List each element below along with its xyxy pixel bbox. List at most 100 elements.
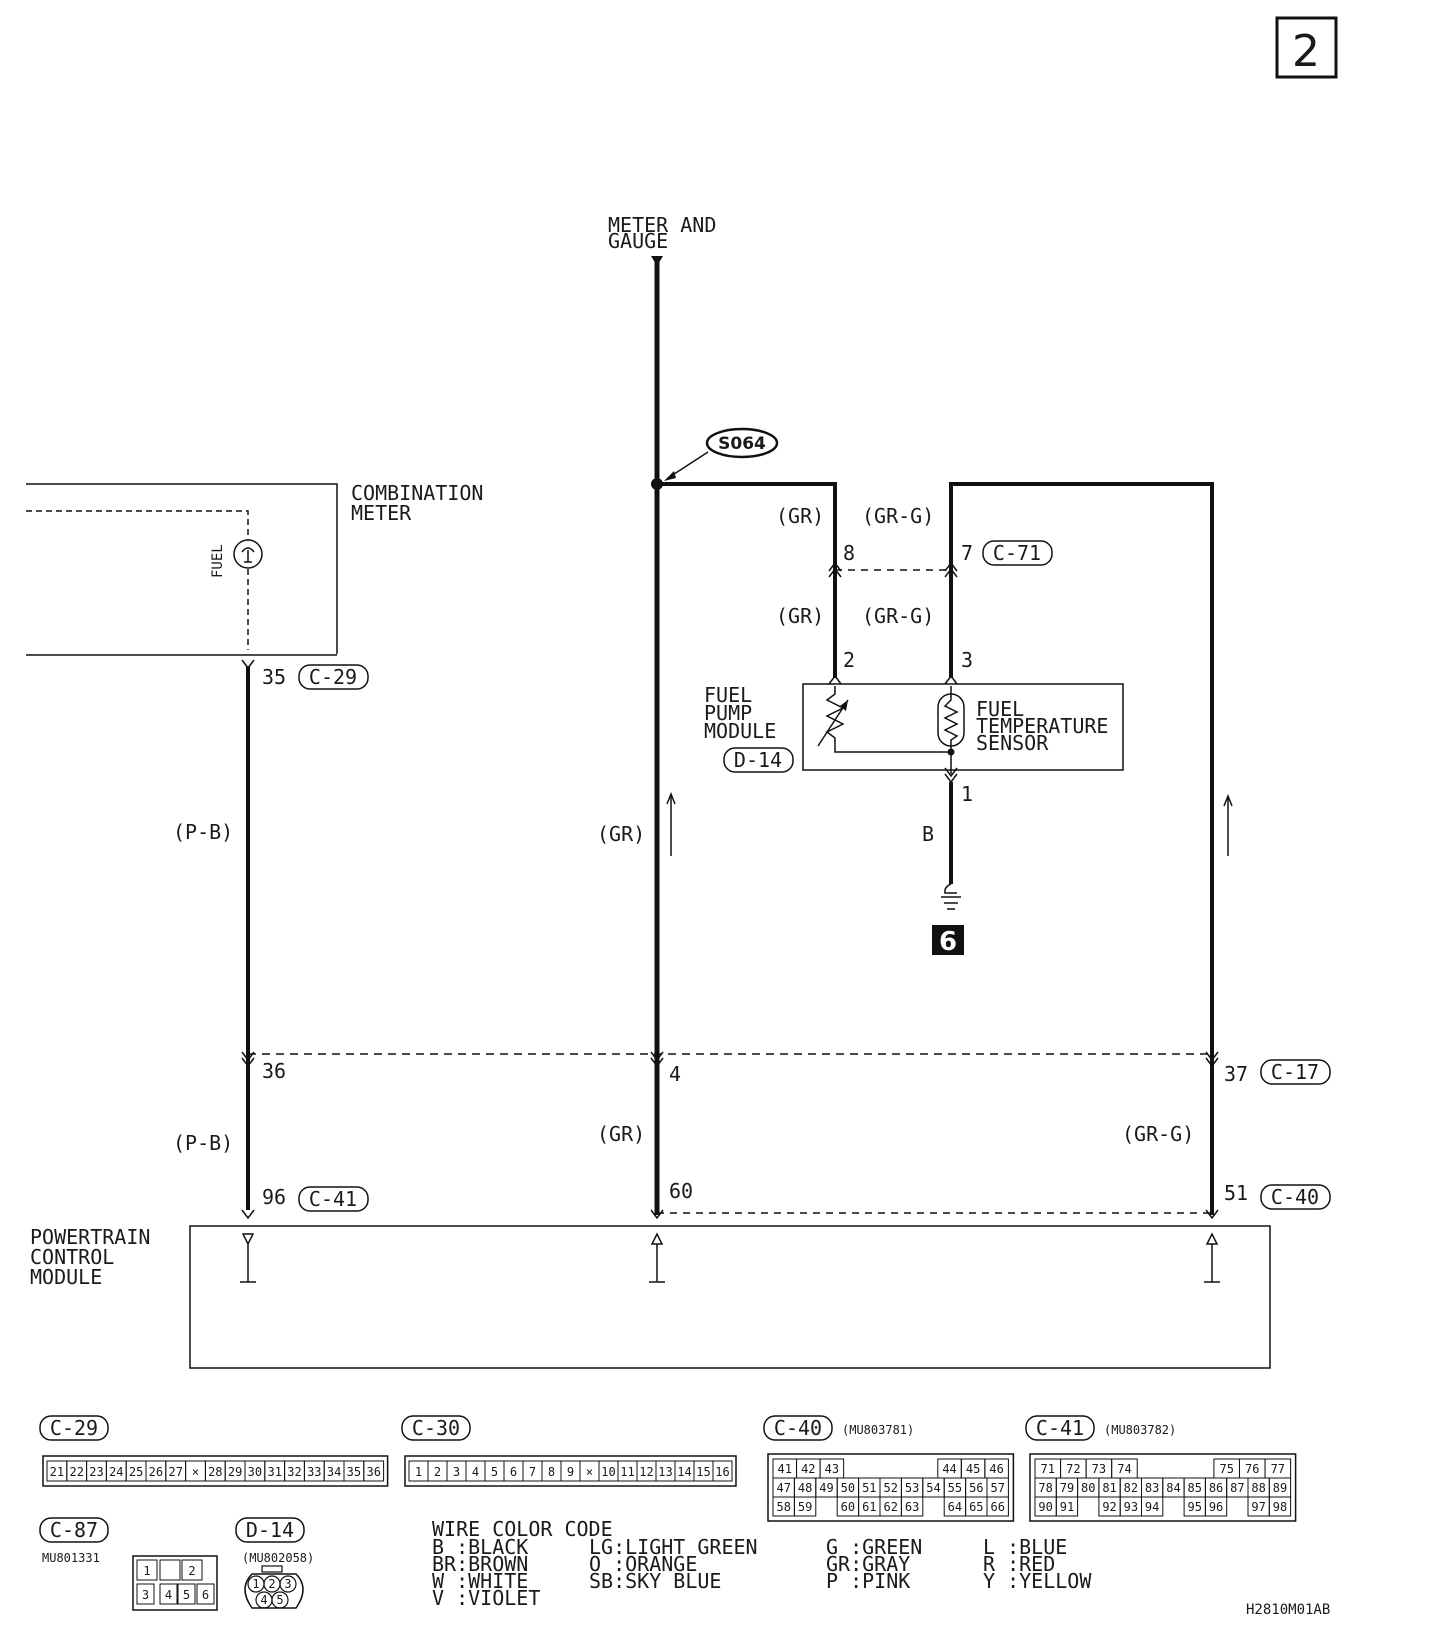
svg-text:C-17: C-17 [1271, 1060, 1319, 1084]
cavity-number: 72 [1066, 1462, 1080, 1476]
fuel-pump-module-label: FUEL PUMP MODULE [704, 683, 776, 743]
svg-text:C-41: C-41 [309, 1187, 357, 1211]
cavity-number: 46 [989, 1462, 1003, 1476]
cavity-number: 75 [1219, 1462, 1233, 1476]
cavity-number: 66 [990, 1500, 1004, 1514]
connector-part-number: (MU802058) [242, 1551, 314, 1565]
cavity-number: 86 [1209, 1481, 1223, 1495]
current-flow-arrow-grg [1223, 793, 1233, 856]
cavity-number: 54 [926, 1481, 940, 1495]
connector-cavity [181, 1559, 203, 1581]
cavity-number: 58 [776, 1500, 790, 1514]
cavity-number: 83 [1145, 1481, 1159, 1495]
cavity-number: 71 [1041, 1462, 1055, 1476]
cavity-number: 3 [142, 1588, 149, 1602]
page-number-box: 2 [1275, 16, 1338, 79]
cavity-number: 27 [168, 1465, 182, 1479]
connector-view-name: C-40 [774, 1416, 822, 1440]
cavity-number: 47 [776, 1481, 790, 1495]
connector-cavity [1055, 1496, 1079, 1517]
ground-point-6: 6 [932, 925, 964, 957]
cavity-number: × [192, 1465, 199, 1479]
cavity-number: 51 [862, 1481, 876, 1495]
diagram-code: H2810M01AB [1246, 1602, 1330, 1618]
connector-tag-c17: C-17 [1260, 1059, 1331, 1085]
connector-tag-c40: C-40 [1260, 1184, 1331, 1210]
cavity-number: × [586, 1465, 593, 1479]
cavity-number: 87 [1230, 1481, 1244, 1495]
cavity-number: 55 [948, 1481, 962, 1495]
cavity-number: 64 [948, 1500, 962, 1514]
pin-d14-2: 2 [843, 648, 855, 672]
connector-cavity [793, 1496, 817, 1517]
wire-label-grg-mid: (GR-G) [862, 604, 934, 628]
connector-cavity [1268, 1496, 1292, 1517]
cavity-number: 92 [1102, 1500, 1116, 1514]
pin-c71-8: 8 [843, 541, 855, 565]
cavity-number: 90 [1038, 1500, 1052, 1514]
cavity-number: 23 [89, 1465, 103, 1479]
wire-color-entry: BR:BROWN [432, 1552, 528, 1576]
cavity-number: 81 [1102, 1481, 1116, 1495]
cavity-number: 63 [905, 1500, 919, 1514]
cavity-number: 1 [252, 1577, 259, 1591]
svg-text:POWERTRAIN: POWERTRAIN [30, 1225, 150, 1249]
combination-meter-label: COMBINATION METER [351, 481, 483, 525]
connector-tag-c71: C-71 [982, 540, 1053, 566]
wire-color-entry: GR:GRAY [826, 1552, 910, 1576]
wire-color-entry: V :VIOLET [432, 1586, 540, 1610]
combination-meter-box [26, 483, 338, 656]
svg-text:6: 6 [939, 927, 957, 957]
cavity-number: 2 [434, 1465, 441, 1479]
svg-text:PUMP: PUMP [704, 701, 752, 725]
cavity-number: 89 [1273, 1481, 1287, 1495]
cavity-number: 88 [1251, 1481, 1265, 1495]
fuel-gauge-icon [233, 539, 263, 569]
cavity-number: 61 [862, 1500, 876, 1514]
fuel-gauge-label: FUEL [210, 544, 226, 578]
cavity-number: 26 [149, 1465, 163, 1479]
wire-color-entry: G :GREEN [826, 1535, 922, 1559]
svg-text:C-40: C-40 [1271, 1185, 1319, 1209]
cavity-number: 25 [129, 1465, 143, 1479]
cavity-number: 13 [658, 1465, 672, 1479]
meter-and-gauge-label: METER AND GAUGE [608, 213, 716, 253]
cavity-number: 8 [548, 1465, 555, 1479]
cavity-number: 93 [1124, 1500, 1138, 1514]
wire-label-gr-mid: (GR) [776, 604, 824, 628]
pin-c29-36: 36 [262, 1059, 286, 1083]
cavity-number: 56 [969, 1481, 983, 1495]
wire-color-entry: W :WHITE [432, 1569, 528, 1593]
wire-color-entry: O :ORANGE [589, 1552, 697, 1576]
cavity-number: 5 [276, 1593, 283, 1607]
wire-color-entry: SB:SKY BLUE [589, 1569, 721, 1593]
connector-part-number: MU801331 [42, 1551, 100, 1565]
c71-pin7-arrow [944, 561, 958, 572]
pin-d14-1: 1 [961, 782, 973, 806]
connector-cavity [279, 1575, 297, 1593]
connector-cavity [159, 1559, 181, 1581]
cavity-number: 34 [327, 1465, 341, 1479]
pin-c17-4: 4 [669, 1062, 681, 1086]
fuel-temperature-sensor-label: FUEL TEMPERATURE SENSOR [976, 697, 1108, 755]
cavity-number: 50 [841, 1481, 855, 1495]
connector-cavity [196, 1583, 215, 1605]
svg-text:FUEL: FUEL [704, 683, 752, 707]
wire-label-pb-upper: (P-B) [173, 820, 233, 844]
cavity-number: 95 [1188, 1500, 1202, 1514]
cavity-number: 49 [819, 1481, 833, 1495]
cavity-number: 22 [69, 1465, 83, 1479]
wire-label-grg-top: (GR-G) [862, 504, 934, 528]
wire-color-entry: P :PINK [826, 1569, 910, 1593]
wire-label-gr-upper: (GR) [597, 822, 645, 846]
cavity-number: 78 [1038, 1481, 1052, 1495]
cavity-number: 62 [883, 1500, 897, 1514]
cavity-number: 41 [778, 1462, 792, 1476]
svg-text:C-29: C-29 [309, 665, 357, 689]
cavity-number: 79 [1060, 1481, 1074, 1495]
